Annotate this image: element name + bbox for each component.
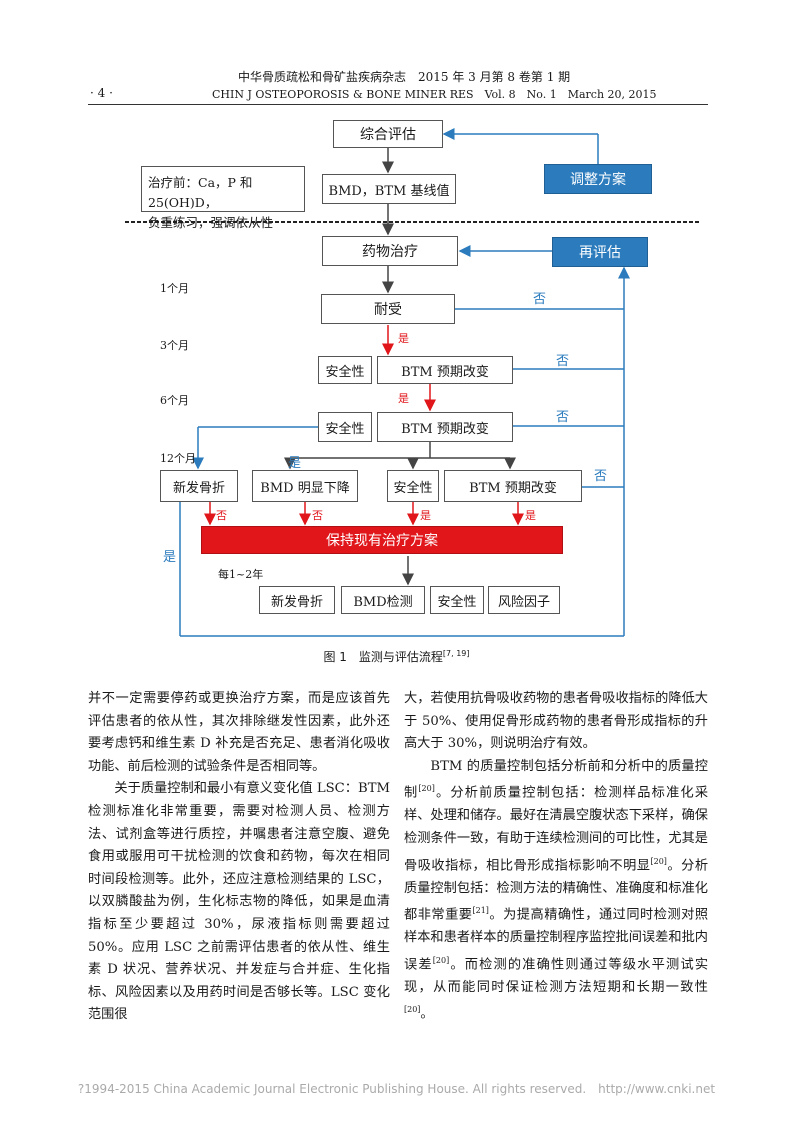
journal-title-en: CHIN J OSTEOPOROSIS & BONE MINER RES Vol… — [212, 88, 657, 101]
right-column: 大，若使用抗骨吸收药物的患者骨吸收指标的降低大于 50%、使用促骨形成药物的患者… — [404, 688, 708, 1026]
rp2-d: 。为提高精确性，通过同时检测对照样本和患者样本的质量控制程序监控批间误差和批内误… — [404, 907, 709, 973]
left-column: 并不一定需要停药或更换治疗方案，而是应该首先评估患者的依从性，其次排除继发性因素… — [88, 688, 390, 1027]
btm-expected-box-3m: BTM 预期改变 — [377, 356, 513, 384]
no-label-3m: 否 — [556, 354, 570, 369]
flowchart-connectors — [125, 128, 700, 637]
figure-caption-refs: [7, 19] — [442, 649, 470, 658]
safety-box-12m: 安全性 — [387, 470, 439, 502]
rp2-a: BTM 的质量控制包括分析前和分析中的质量控制 — [404, 758, 708, 801]
rp2-e: 。而检测的准确性则通过等级水平测试实现，从而能同时保证检测方法短期和长期一致性 — [404, 957, 709, 995]
left-paragraph-2: 关于质量控制和最小有意义变化值 LSC：BTM 检测标准化非常重要，需要对检测人… — [88, 781, 390, 1023]
risk-factors-box: 风险因子 — [488, 586, 560, 614]
yes-label-12m: 是 — [288, 456, 302, 471]
right-paragraph-1: 大，若使用抗骨吸收药物的患者骨吸收指标的降低大于 50%、使用促骨形成药物的患者… — [404, 691, 708, 752]
safety-box-periodic: 安全性 — [430, 586, 484, 614]
header-rule — [88, 104, 708, 105]
ref-20-a: [20] — [418, 784, 435, 794]
comprehensive-eval-box: 综合评估 — [333, 120, 443, 148]
yes-label-btm: 是 — [525, 509, 536, 522]
ref-20-b: [20] — [650, 856, 667, 866]
bmd-decline-box: BMD 明显下降 — [252, 470, 358, 502]
new-fracture-box-periodic: 新发骨折 — [259, 586, 335, 614]
right-paragraph-2: BTM 的质量控制包括分析前和分析中的质量控制[20]。分析前质量控制包括：检测… — [404, 756, 708, 1026]
pretreatment-note-box: 治疗前：Ca，P 和 25(OH)D， 负重练习，强调依从性 — [141, 166, 305, 230]
no-label-12m: 否 — [594, 469, 608, 484]
left-paragraph-1: 并不一定需要停药或更换治疗方案，而是应该首先评估患者的依从性，其次排除继发性因素… — [88, 691, 390, 774]
reeval-box: 再评估 — [552, 237, 648, 267]
rp2-b: 。分析前质量控制包括：检测样品标准化采样、处理和储存。最好在清晨空腹状态下采样，… — [404, 785, 709, 873]
btm-expected-box-12m: BTM 预期改变 — [444, 470, 582, 502]
yes-label-tolerance: 是 — [398, 332, 409, 345]
bmd-test-box: BMD检测 — [341, 586, 425, 614]
ref-21: [21] — [472, 906, 489, 916]
month-3-label: 3个月 — [160, 339, 189, 352]
baseline-box: BMD，BTM 基线值 — [322, 174, 456, 204]
yes-label-fracture: 是 — [163, 550, 177, 565]
no-label-bmd: 否 — [312, 509, 323, 522]
month-6-label: 6个月 — [160, 394, 189, 407]
rp2-c: 。分析质量控制包括：检测方法的精确性、准确度和标准化都非常重要 — [404, 857, 709, 923]
pretreatment-note-line-2: 负重练习，强调依从性 — [148, 215, 274, 230]
figure-caption: 图 1 监测与评估流程[7, 19] — [0, 648, 793, 665]
journal-title-cn: 中华骨质疏松和骨矿盐疾病杂志 2015 年 3 月第 8 卷第 1 期 — [238, 70, 571, 84]
safety-box-3m: 安全性 — [318, 356, 372, 384]
yes-label-3m: 是 — [398, 392, 409, 405]
footer-copyright: ?1994-2015 China Academic Journal Electr… — [77, 1082, 716, 1096]
new-fracture-box: 新发骨折 — [160, 470, 238, 502]
figure-caption-text: 图 1 监测与评估流程 — [323, 650, 443, 664]
safety-box-6m: 安全性 — [318, 412, 372, 442]
drug-treatment-box: 药物治疗 — [322, 236, 458, 266]
adjust-plan-box: 调整方案 — [544, 164, 652, 194]
no-label-6m: 否 — [556, 410, 570, 425]
month-1-label: 1个月 — [160, 282, 189, 295]
pretreatment-note-line-1: 治疗前：Ca，P 和 25(OH)D， — [148, 175, 253, 210]
no-label-fracture: 否 — [216, 509, 227, 522]
yes-label-safety: 是 — [420, 509, 431, 522]
tolerance-box: 耐受 — [321, 294, 455, 324]
page-number: · 4 · — [90, 86, 113, 100]
rp2-f: 。 — [420, 1006, 434, 1022]
btm-expected-box-6m: BTM 预期改变 — [377, 412, 513, 442]
no-label-tolerance: 否 — [533, 292, 547, 307]
month-12-label: 12个月 — [160, 452, 196, 465]
maintain-treatment-box: 保持现有治疗方案 — [201, 526, 563, 554]
ref-20-c: [20] — [432, 955, 450, 965]
ref-20-d: [20] — [404, 1005, 421, 1015]
every-1-2-years-label: 每1~2年 — [218, 568, 264, 581]
